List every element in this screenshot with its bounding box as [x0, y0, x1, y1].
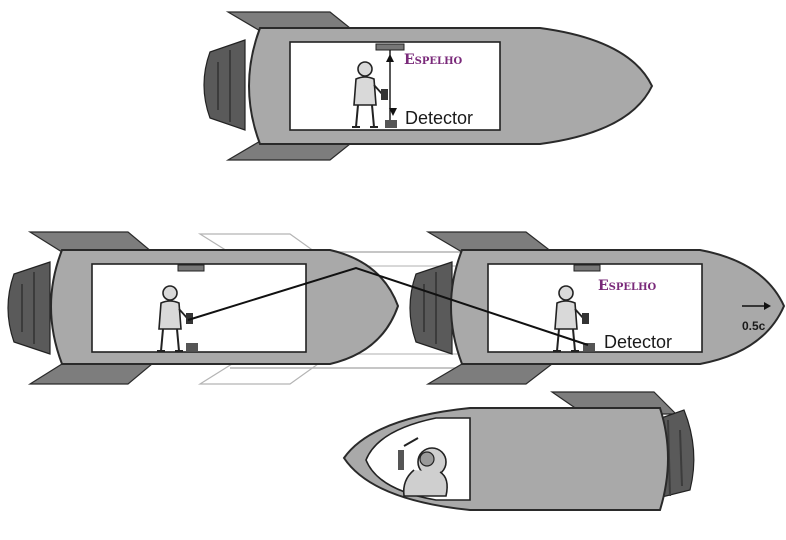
rocket-top-mirror-label: Espelho: [404, 52, 463, 68]
rocket-right: Espelho Detector 0.5c: [410, 232, 784, 384]
rocket-top-detector-label: Detector: [405, 108, 473, 128]
rocket-top: Espelho Detector: [204, 12, 652, 160]
rocket-left: [8, 232, 398, 384]
rocket-left-window: [92, 264, 306, 352]
rocket-left-exhaust: [8, 262, 50, 354]
rocket-left-detector: [186, 343, 198, 351]
rocket-top-exhaust: [204, 40, 245, 130]
rocket-top-mirror: [376, 44, 404, 50]
velocity-label: 0.5c: [742, 319, 766, 333]
rocket-right-mirror: [574, 265, 600, 271]
rocket-right-mirror-label: Espelho: [598, 278, 657, 294]
rocket-top-detector: [385, 120, 397, 128]
rocket-bottom: [344, 392, 694, 510]
rocket-right-fin-lower: [428, 364, 552, 384]
rocket-left-fin-lower: [30, 364, 152, 384]
rocket-right-detector-label: Detector: [604, 332, 672, 352]
rocket-left-mirror: [178, 265, 204, 271]
rocket-right-exhaust: [410, 262, 452, 354]
